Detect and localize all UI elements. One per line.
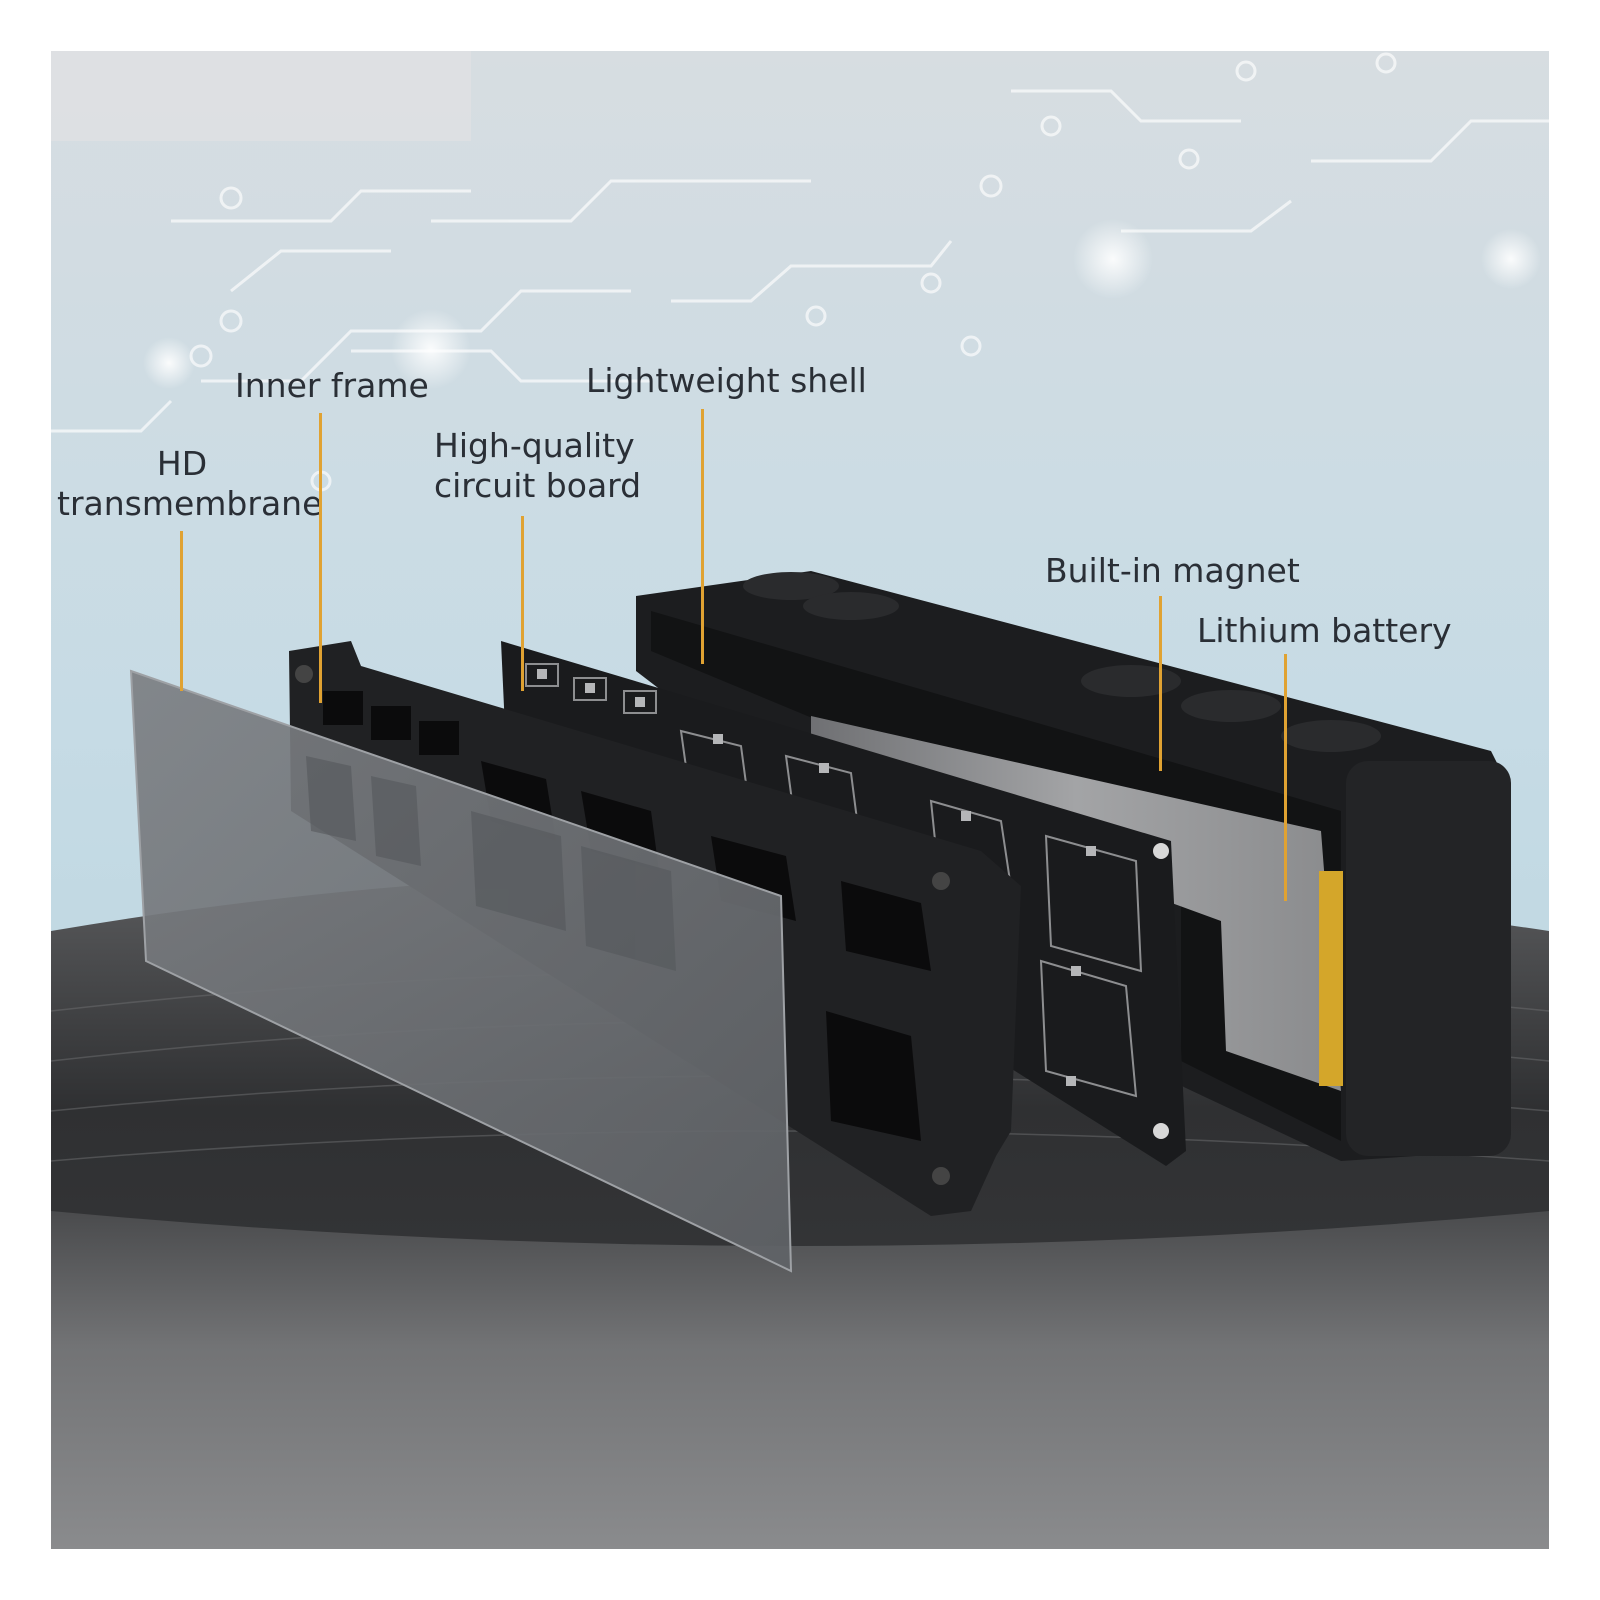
exploded-device-illustration: [51, 51, 1549, 1549]
callout-built-in-magnet: Built-in magnet: [1045, 551, 1300, 590]
hd-transmembrane-part: [129, 669, 793, 1273]
leader-line-circuit-board: [521, 516, 524, 691]
callout-inner-frame: Inner frame: [235, 366, 429, 405]
leader-line-inner-frame: [319, 413, 322, 703]
pedestal-side: [51, 1211, 1549, 1549]
callout-hd-transmembrane-line2: transmembrane: [57, 484, 323, 523]
callout-lightweight-shell: Lightweight shell: [586, 361, 867, 400]
callout-circuit-board-line1: High-quality: [434, 426, 635, 465]
leader-line-lightweight-shell: [701, 409, 704, 664]
exploded-view-scene: HD transmembrane Inner frame High-qualit…: [51, 51, 1549, 1549]
callout-lithium-battery: Lithium battery: [1197, 611, 1452, 650]
callout-hd-transmembrane-line1: HD: [156, 444, 208, 483]
leader-line-lithium-battery: [1284, 654, 1287, 901]
leader-line-hd-transmembrane: [180, 531, 183, 691]
callout-circuit-board-line2: circuit board: [434, 466, 642, 505]
callout-hd-transmembrane: HD transmembrane: [57, 444, 323, 524]
circuit-trace-decoration: [51, 52, 1549, 492]
callout-circuit-board: High-quality circuit board: [434, 426, 641, 506]
leader-line-built-in-magnet: [1159, 596, 1162, 771]
